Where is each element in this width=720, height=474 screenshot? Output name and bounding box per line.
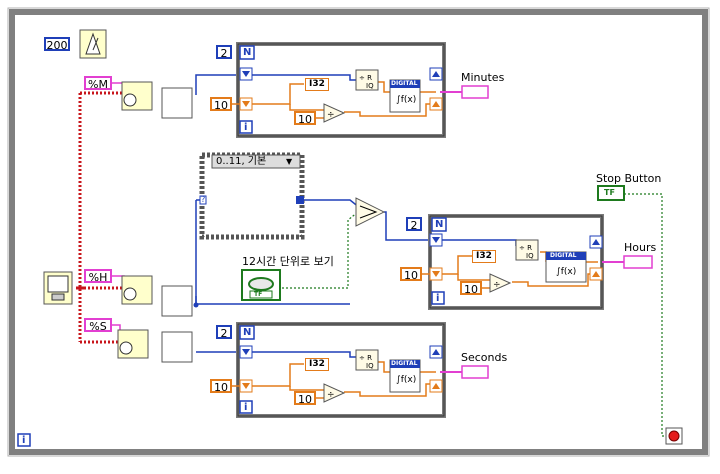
loop-i-minutes: i (244, 122, 248, 133)
wait-metronome-icon (79, 29, 107, 59)
digital-label-hours: DIGITAL (550, 252, 577, 259)
stop-button-terminal (597, 185, 625, 201)
format-datetime-icons (117, 81, 153, 359)
svg-text:÷: ÷ (327, 390, 335, 400)
format-seconds-constant[interactable]: %S (84, 318, 112, 333)
loop-i-seconds: i (244, 402, 248, 413)
svg-text:÷ R: ÷ R (359, 74, 372, 82)
timestamp-wire (76, 91, 122, 344)
while-loop-iteration: i (22, 435, 26, 446)
loop-count-hours[interactable]: 2 (406, 217, 422, 232)
svg-text:÷: ÷ (327, 110, 335, 120)
value-hours[interactable]: 10 (460, 281, 482, 296)
divisor-seconds[interactable]: 10 (210, 379, 232, 394)
digital-label-seconds: DIGITAL (391, 360, 418, 367)
loop-i-hours: i (436, 293, 440, 304)
loop-count-minutes[interactable]: 2 (216, 45, 232, 60)
case-structure (199, 152, 305, 240)
loop-count-seconds[interactable]: 2 (216, 325, 232, 340)
quotient-remainder-nodes: ÷ R IQ ÷ R IQ ÷ R IQ (355, 69, 539, 371)
get-time-icon (43, 271, 73, 305)
seconds-label: Seconds (461, 351, 508, 364)
case-selector-label[interactable]: 0..11, 기본 (216, 156, 267, 167)
shift-registers (239, 67, 603, 393)
divide-nodes: ÷ ÷ ÷ (323, 103, 512, 403)
toggle-12h-label: 12시간 단위로 보기 (242, 255, 334, 268)
stop-button-tf[interactable]: TF (604, 188, 615, 197)
svg-text:÷ R: ÷ R (519, 244, 532, 252)
hours-label: Hours (624, 241, 657, 254)
fx-label-hours: ∫f(x) (556, 267, 577, 277)
case-selector-dropdown-icon[interactable]: ▼ (286, 157, 293, 166)
divisor-hours[interactable]: 10 (400, 267, 422, 282)
wait-ms-constant[interactable]: 200 (44, 37, 70, 52)
loop-n-seconds: N (243, 327, 252, 338)
svg-text:÷ R: ÷ R (359, 354, 372, 362)
toggle-12h-tf[interactable]: TF (254, 291, 263, 298)
i32-convert-minutes[interactable]: I32 (305, 78, 329, 91)
case-selector-terminal: ? (201, 195, 206, 204)
loop-terminals (17, 45, 447, 447)
loop-condition-icon (665, 427, 683, 445)
svg-text:IQ: IQ (526, 252, 534, 260)
while-loop-frame (9, 9, 708, 455)
digital-label-minutes: DIGITAL (391, 80, 418, 87)
svg-text:÷: ÷ (493, 280, 501, 290)
format-hours-constant[interactable]: %H (84, 269, 112, 284)
value-minutes[interactable]: 10 (294, 111, 316, 126)
toggle-12h-terminal (241, 269, 281, 301)
format-minutes-constant[interactable]: %M (84, 76, 112, 91)
fx-label-seconds: ∫f(x) (396, 375, 417, 385)
loop-n-minutes: N (243, 47, 252, 58)
loop-n-hours: N (435, 219, 444, 230)
svg-text:IQ: IQ (366, 82, 374, 90)
divisor-minutes[interactable]: 10 (210, 97, 232, 112)
svg-text:IQ: IQ (366, 362, 374, 370)
i32-convert-seconds[interactable]: I32 (305, 358, 329, 371)
value-seconds[interactable]: 10 (294, 391, 316, 406)
formula-nodes (389, 79, 587, 393)
decimal-string-to-number-icons (161, 87, 193, 363)
indicator-terminals (461, 85, 653, 379)
minutes-label: Minutes (461, 71, 505, 84)
for-loop-seconds (236, 322, 446, 418)
i32-convert-hours[interactable]: I32 (472, 250, 496, 263)
stop-button-label: Stop Button (596, 172, 662, 185)
boolean-wires (282, 193, 668, 437)
fx-label-minutes: ∫f(x) (396, 95, 417, 105)
select-node (355, 197, 386, 227)
